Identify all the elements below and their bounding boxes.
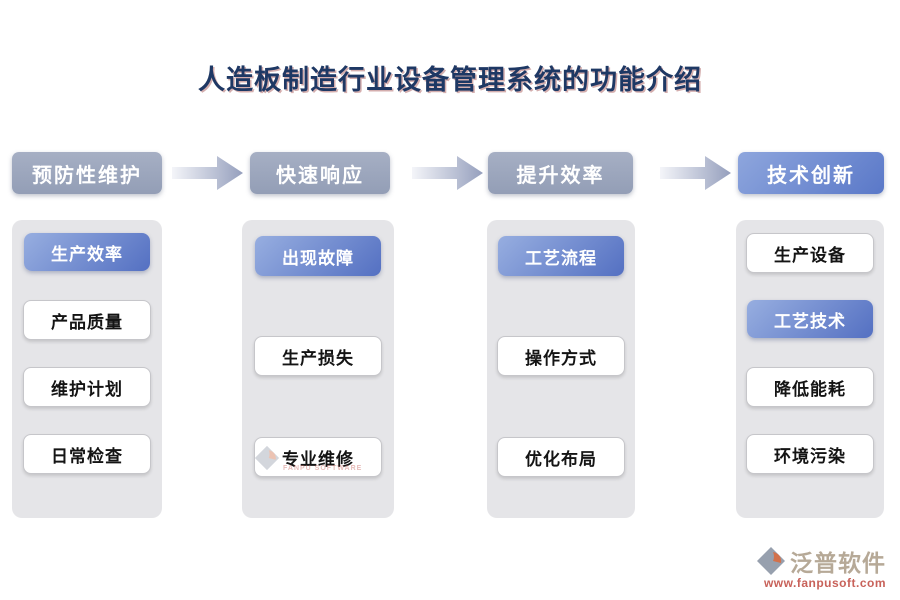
stage-panel-3: 工艺流程 操作方式 优化布局 [487,220,635,518]
flow-arrow-icon [172,156,243,190]
page-title: 人造板制造行业设备管理系统的功能介绍 [198,65,702,95]
item-box: 专业维修 [254,437,382,477]
brand-name: 泛普软件 [790,551,886,576]
item-box: 操作方式 [497,336,625,376]
item-box: 生产设备 [746,233,874,273]
item-box: 生产损失 [254,336,382,376]
flow-arrow-icon [660,156,731,190]
item-box: 维护计划 [23,367,151,407]
stage-header-efficiency-boost: 提升效率 [488,152,633,194]
stage-panel-4: 生产设备 工艺技术 降低能耗 环境污染 [736,220,884,518]
item-box: 出现故障 [255,236,381,276]
brand-logo: 泛普软件 www.fanpusoft.com [756,544,886,590]
item-box: 工艺技术 [747,300,873,338]
item-box: 优化布局 [497,437,625,477]
item-box: 降低能耗 [746,367,874,407]
stage-header-preventive-maintenance: 预防性维护 [12,152,162,194]
flow-arrow-icon [412,156,483,190]
stage-panel-2: 出现故障 生产损失 专业维修 [242,220,394,518]
stage-panel-1: 生产效率 产品质量 维护计划 日常检查 [12,220,162,518]
item-box: 日常检查 [23,434,151,474]
item-box: 生产效率 [24,233,150,271]
item-box: 产品质量 [23,300,151,340]
item-box: 环境污染 [746,434,874,474]
item-box: 工艺流程 [498,236,624,276]
stage-header-tech-innovation: 技术创新 [738,152,884,194]
brand-url: www.fanpusoft.com [763,576,886,590]
fanpu-logo-icon [757,547,785,575]
stage-header-quick-response: 快速响应 [250,152,390,194]
